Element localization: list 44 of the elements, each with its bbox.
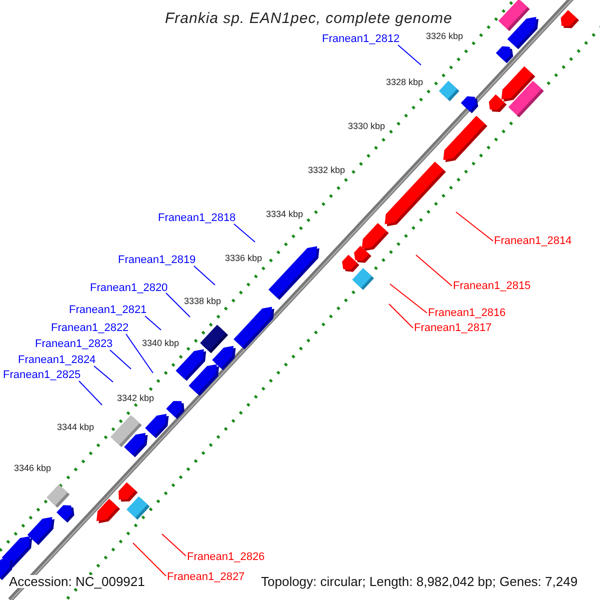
info-text: Accession: NC_009921 — [9, 575, 145, 588]
leader-line — [388, 304, 414, 328]
scale-label: 3336 kbp — [225, 254, 262, 263]
gene-label: Franean1_2826 — [187, 552, 265, 563]
scale-label: 3344 kbp — [57, 423, 94, 432]
scale-label: 3330 kbp — [348, 122, 386, 131]
leader-line — [162, 534, 186, 556]
gene-label: Franean1_2814 — [494, 236, 572, 247]
leader-line — [234, 224, 256, 242]
gene-label: Franean1_2812 — [322, 34, 400, 45]
leader-line — [126, 334, 154, 374]
gene-label: Franean1_2823 — [35, 339, 113, 350]
scale-label: 3332 kbp — [308, 166, 346, 175]
leader-line — [166, 292, 190, 318]
leader-line — [94, 366, 114, 382]
leader-line — [132, 542, 166, 576]
gene-label: Franean1_2822 — [51, 323, 129, 334]
gene-label: Franean1_2818 — [158, 213, 236, 224]
gene-label: Franean1_2817 — [414, 323, 492, 334]
leader-line — [390, 284, 428, 314]
scale-label: 3340 kbp — [142, 339, 180, 348]
gene-label: Franean1_2816 — [428, 308, 506, 319]
leader-line — [456, 212, 494, 242]
scale-label: 3338 kbp — [184, 297, 222, 306]
gene-label: Franean1_2825 — [3, 370, 81, 381]
leader-line — [144, 316, 162, 330]
leader-line — [416, 254, 452, 286]
gene-label: Franean1_2819 — [118, 255, 196, 266]
scale-label: 3346 kbp — [14, 464, 52, 473]
leader-line — [398, 44, 422, 66]
scale-label: 3326 kbp — [426, 32, 464, 41]
gene-label: Franean1_2824 — [18, 355, 96, 366]
scale-label: 3342 kbp — [117, 394, 154, 403]
gene-label: Franean1_2821 — [69, 305, 147, 316]
leader-line — [194, 266, 216, 286]
gene-label: Franean1_2815 — [453, 281, 531, 292]
leader-line — [78, 380, 102, 406]
scale-label: 3334 kbp — [266, 210, 304, 219]
info-text: Topology: circular; Length: 8,982,042 bp; Genes: 7,249 — [261, 575, 578, 588]
gene-label: Franean1_2820 — [90, 283, 168, 294]
leader-line — [110, 350, 132, 370]
scale-label: 3328 kbp — [386, 78, 424, 87]
gene-label: Franean1_2827 — [167, 572, 245, 583]
title: Frankia sp. EAN1pec, complete genome — [165, 10, 452, 27]
